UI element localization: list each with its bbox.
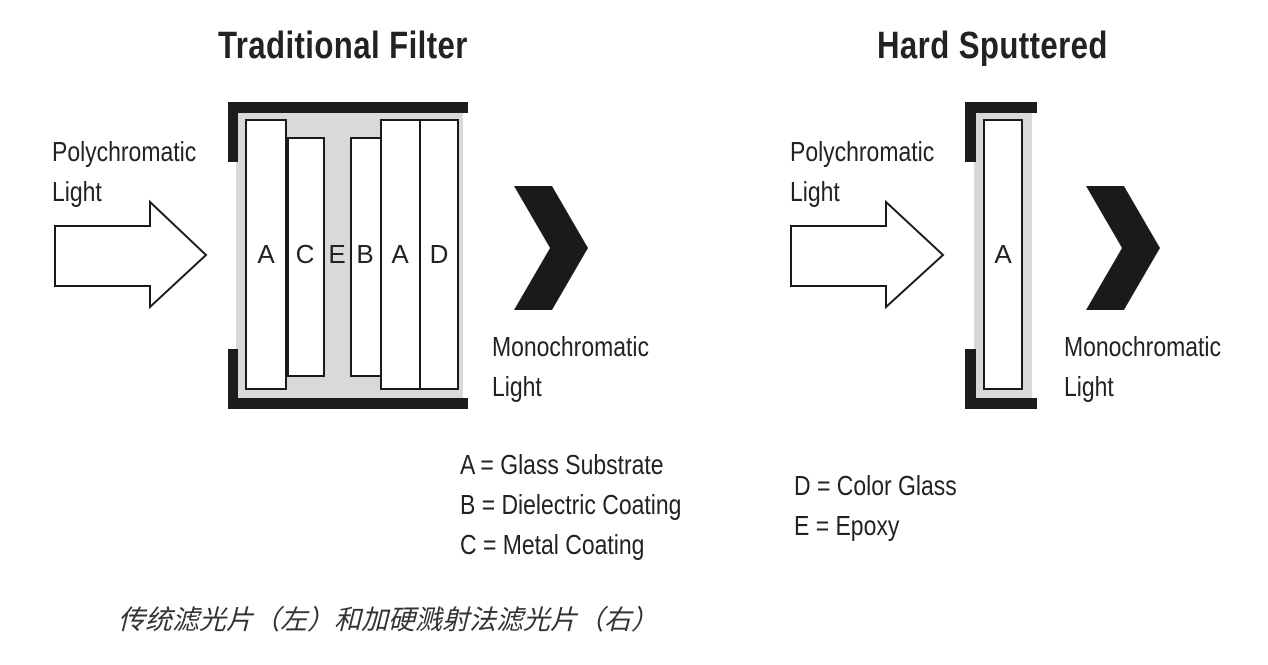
layer-label-c: C <box>296 239 315 269</box>
legend-item-a: A = Glass Substrate <box>460 449 664 480</box>
left-input-label-line2: Light <box>52 176 102 207</box>
legend-column-1: A = Glass Substrate B = Dielectric Coati… <box>460 445 730 565</box>
right-layer-label-a: A <box>994 239 1012 269</box>
left-input-arrow-icon <box>54 199 208 310</box>
left-output-label: Monochromatic Light <box>492 327 649 407</box>
right-layer-a-glass <box>983 119 1023 390</box>
traditional-filter-title: Traditional Filter <box>218 25 468 67</box>
right-output-label-line1: Monochromatic <box>1064 331 1221 362</box>
layer-label-d: D <box>430 239 449 269</box>
right-output-label-line2: Light <box>1064 371 1114 402</box>
layer-label-b: B <box>356 239 373 269</box>
layer-c-metal <box>287 137 325 377</box>
right-input-arrow-icon <box>790 199 945 310</box>
legend-item-c: C = Metal Coating <box>460 529 645 560</box>
right-input-label-line1: Polychromatic <box>790 136 935 167</box>
legend-item-b: B = Dielectric Coating <box>460 489 682 520</box>
left-input-label-line1: Polychromatic <box>52 136 197 167</box>
layer-label-e: E <box>328 239 345 269</box>
legend-item-d: D = Color Glass <box>794 470 957 501</box>
layer-d-color-glass <box>419 119 459 390</box>
right-input-label: Polychromatic Light <box>790 132 934 212</box>
left-input-label: Polychromatic Light <box>52 132 196 212</box>
left-output-chevron-icon <box>514 186 588 310</box>
layer-a-glass-2 <box>380 119 421 390</box>
hard-sputtered-title: Hard Sputtered <box>877 25 1108 67</box>
layer-label-a: A <box>257 239 275 269</box>
left-output-label-line2: Light <box>492 371 542 402</box>
figure-caption: 传统滤光片（左）和加硬溅射法滤光片（右） <box>118 605 658 636</box>
legend-item-e: E = Epoxy <box>794 510 900 541</box>
right-input-label-line2: Light <box>790 176 840 207</box>
legend-column-2: D = Color Glass E = Epoxy <box>794 466 992 546</box>
right-output-chevron-icon <box>1086 186 1160 310</box>
right-output-label: Monochromatic Light <box>1064 327 1221 407</box>
layer-b-dielectric <box>350 137 382 377</box>
left-output-label-line1: Monochromatic <box>492 331 649 362</box>
layer-label-a-2: A <box>391 239 409 269</box>
layer-a-glass <box>245 119 287 390</box>
